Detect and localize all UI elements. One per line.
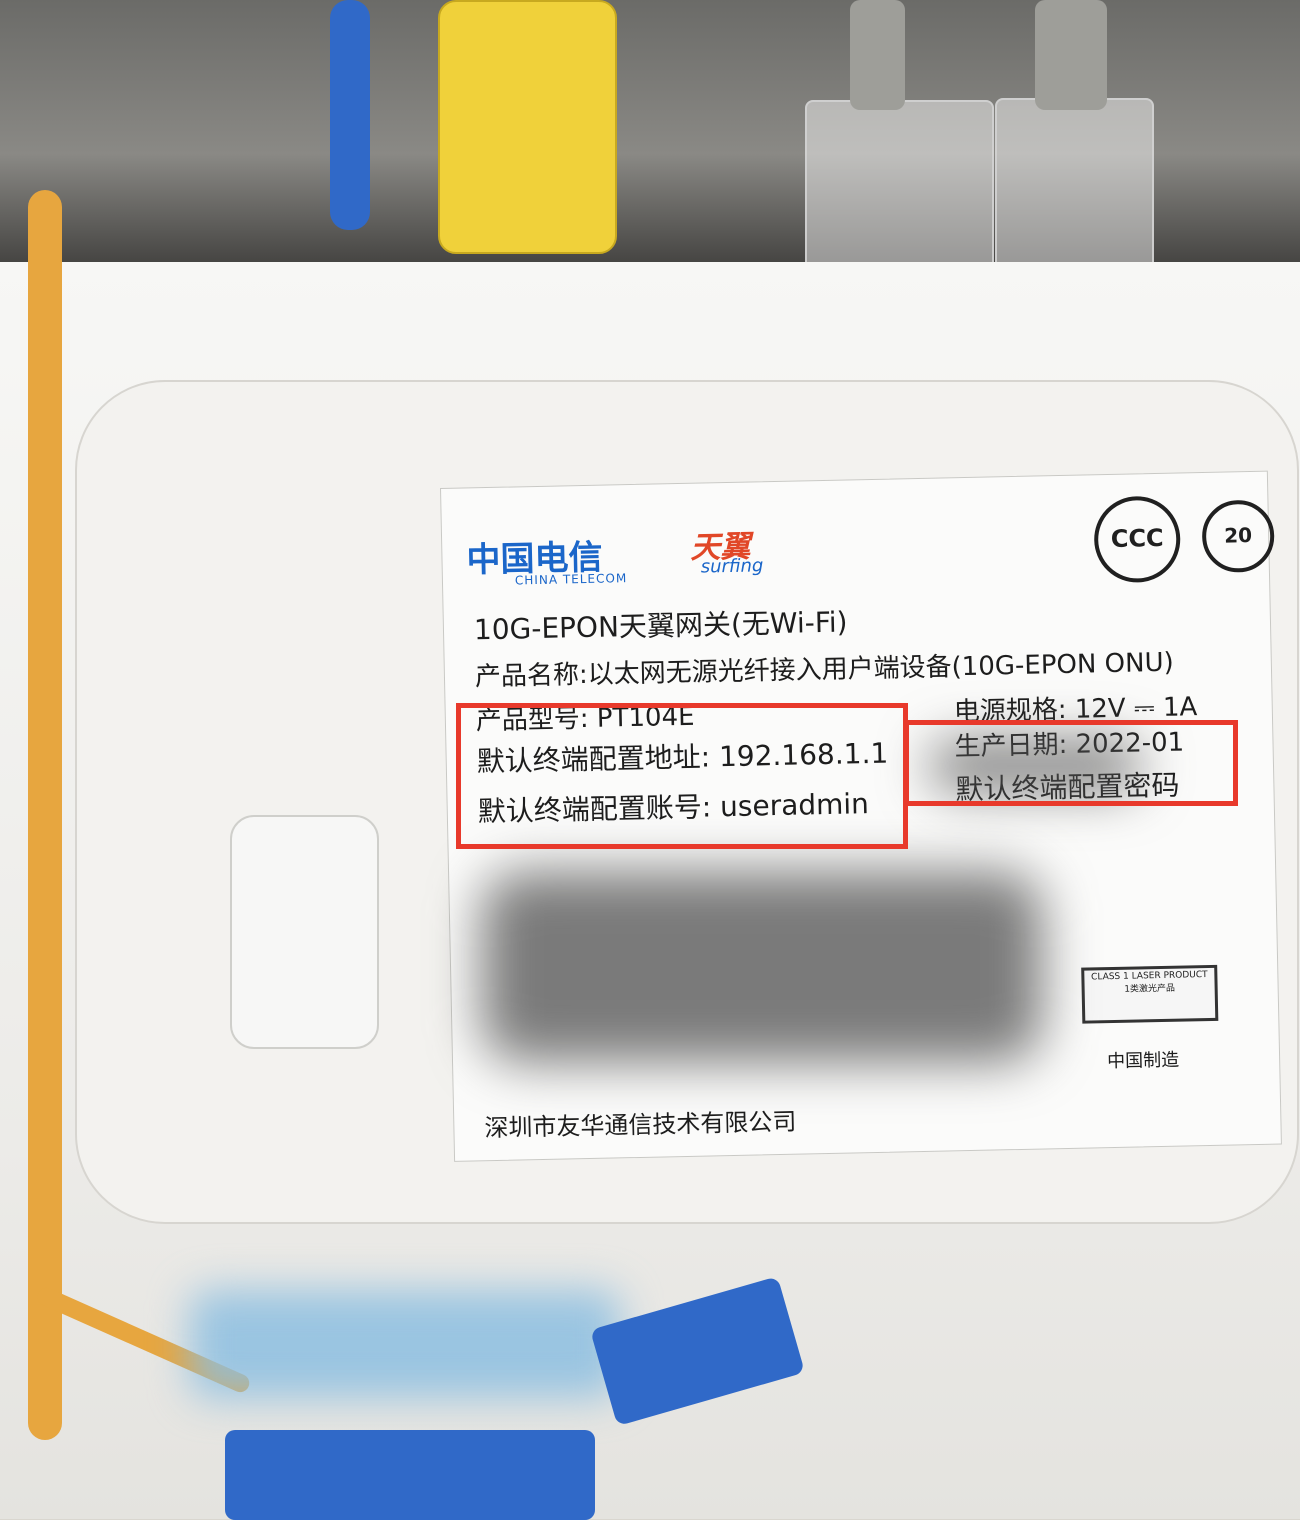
product-name: 产品名称:以太网无源光纤接入用户端设备(10G-EPON ONU) <box>474 647 1175 693</box>
highlight-box-address-account <box>456 703 908 849</box>
blue-fiber-connector-base <box>225 1430 595 1520</box>
privacy-blur-bottom <box>190 1290 620 1398</box>
gray-cable-left <box>850 0 905 110</box>
surfing-text: surfing <box>700 555 764 578</box>
laser-warning-cn: 1类激光产品 <box>1124 983 1176 995</box>
cable-area <box>0 0 1300 280</box>
ethernet-connector-right <box>995 98 1154 277</box>
privacy-blur-password <box>930 742 1140 790</box>
gray-cable-right <box>1035 0 1107 110</box>
manufacturer: 深圳市友华通信技术有限公司 <box>484 1107 797 1143</box>
ethernet-connector-left <box>805 100 994 279</box>
highlight-box-password <box>904 720 1238 806</box>
orange-fiber-cable <box>28 190 62 1440</box>
ccc-mark: CCC <box>1093 495 1182 584</box>
made-in-china: 中国制造 <box>1106 1049 1180 1073</box>
product-line: 10G-EPON天翼网关(无Wi-Fi) <box>473 605 848 647</box>
blue-cable <box>330 0 370 230</box>
laser-warning-box: CLASS 1 LASER PRODUCT 1类激光产品 <box>1081 964 1219 1024</box>
20-year-mark: 20 <box>1201 499 1275 574</box>
mounting-slot <box>230 815 379 1049</box>
yellow-ethernet-cable <box>438 0 617 254</box>
china-telecom-english: CHINA TELECOM <box>514 571 628 588</box>
privacy-blur-center <box>482 872 1042 1062</box>
